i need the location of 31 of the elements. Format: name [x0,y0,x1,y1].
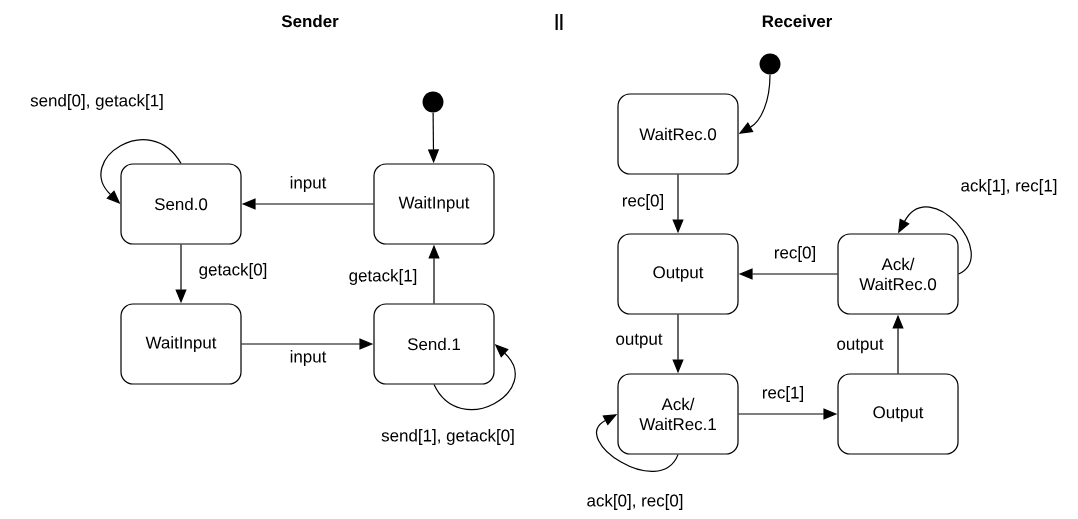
edge-label: input [288,349,328,367]
state-box: WaitInput [373,163,495,245]
state-box: Send.1 [373,303,495,385]
edge-label: getack[1] [347,268,419,286]
self-loop-arrow [898,206,972,275]
edge-label: input [288,175,328,193]
edge-label: rec[0] [772,245,818,263]
edge-label: send[1], getack[0] [380,428,516,446]
initial-state-dot [422,91,444,113]
edge-label: ack[0], rec[0] [585,493,685,511]
state-box: Output [837,373,959,455]
edge-label: output [614,332,664,350]
edge-label: getack[0] [197,262,269,280]
self-loop-arrow [433,344,516,411]
edge-label: output [835,337,885,355]
section-title: Receiver [762,14,833,28]
state-box: Ack/ WaitRec.0 [837,233,959,315]
edge-label: send[0], getack[1] [29,93,165,111]
self-loop-arrow [100,139,182,204]
state-box: Output [617,233,739,315]
state-box: WaitRec.0 [617,93,739,175]
section-title: Sender [281,14,339,28]
state-box: Send.0 [120,163,242,245]
self-loop-arrow [596,414,679,473]
edge-label: ack[1], rec[1] [959,178,1059,196]
state-box: Ack/ WaitRec.1 [617,373,739,455]
edge-label: rec[0] [620,193,666,211]
parallel-symbol: || [555,14,563,30]
state-box: WaitInput [120,303,242,385]
edge-label: rec[1] [760,385,806,403]
initial-state-dot [759,53,781,75]
